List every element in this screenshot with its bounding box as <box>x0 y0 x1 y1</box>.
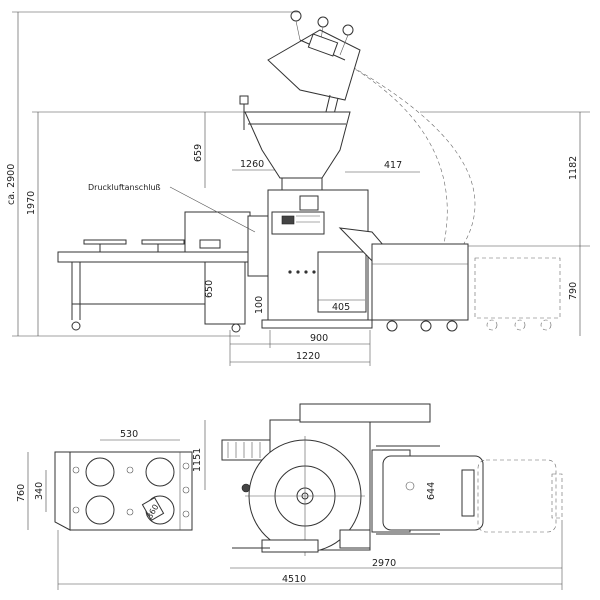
dim-right-lower-label: 790 <box>568 282 579 300</box>
plan-linker <box>221 439 271 493</box>
dim-linker-depth-label: 1151 <box>192 448 203 472</box>
dim-overall-height-label: ca. 2900 <box>6 164 17 205</box>
compressed-air-connection-label: Druckluftanschluß <box>88 183 161 192</box>
plan-linking-table: 360 <box>54 451 193 531</box>
filling-hopper <box>239 95 351 193</box>
bin-lifter-lower <box>338 227 469 332</box>
plan-dashed-bin <box>477 459 563 533</box>
linking-table <box>57 211 269 333</box>
dim-table-depth-label: 760 <box>16 484 27 502</box>
plan-bin-lifter <box>371 445 484 535</box>
side-elevation-view: ca. 2900 1970 659 1260 417 1182 790 <box>6 10 590 366</box>
plan-filler-machine <box>232 403 431 556</box>
dim-right-upper-label: 1182 <box>568 156 579 180</box>
plan-view: 530 760 340 1151 360 <box>16 403 563 590</box>
dim-filler-to-bin-label: 2970 <box>372 558 396 569</box>
dim-bin-depth-label: 644 <box>426 482 437 500</box>
filler-machine-body <box>261 189 373 329</box>
dim-total-length-label: 4510 <box>282 574 306 585</box>
dim-plate-spacing-label: 530 <box>120 429 138 440</box>
dim-clearance-label: 100 <box>254 296 265 314</box>
dim-hopper-height-label: 659 <box>193 144 204 162</box>
dim-hopper-width-label: 1260 <box>240 159 264 170</box>
dim-outlet-offset-label: 417 <box>384 160 402 171</box>
dim-table-height-label: 650 <box>204 280 215 298</box>
dashed-trolley-bin <box>474 257 561 331</box>
dim-plate-offset-label: 340 <box>34 482 45 500</box>
dim-base-width-label: 900 <box>310 333 328 344</box>
dim-bin-width-label: 405 <box>332 302 350 313</box>
dim-base-total-label: 1220 <box>296 351 320 362</box>
dim-hopper-top-height-label: 1970 <box>26 191 37 215</box>
lifting-bin-raised <box>267 10 361 101</box>
